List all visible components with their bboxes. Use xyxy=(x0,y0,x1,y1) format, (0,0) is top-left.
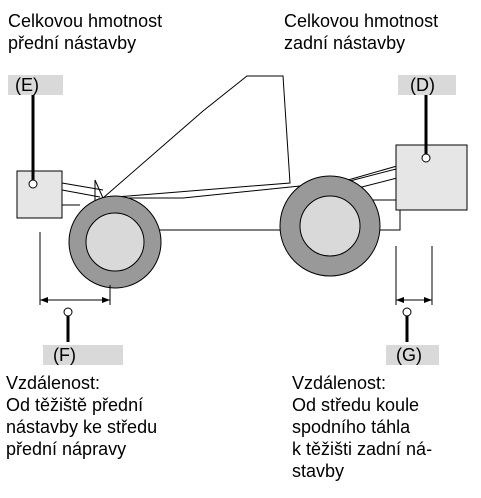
front-hitch-arm xyxy=(61,189,101,198)
tag-d: (D) xyxy=(398,75,456,95)
label-line: k těžišti zadní ná- xyxy=(292,439,433,459)
label-line: zadní nástavby xyxy=(284,33,406,53)
front-distance-description: Vzdálenost: Od těžiště přední nástavby k… xyxy=(6,372,157,460)
tag-e-text: (E) xyxy=(15,75,39,95)
front-center-of-gravity xyxy=(28,179,38,189)
tractor-cab xyxy=(101,75,291,199)
front-implement-weight-label: Celkovou hmotnost přední nástavby xyxy=(8,10,162,54)
tag-g-text: (G) xyxy=(396,345,422,365)
label-line: Celkovou hmotnost xyxy=(284,11,439,31)
tag-f-text: (F) xyxy=(53,345,76,365)
tag-d-text: (D) xyxy=(410,75,435,95)
label-line: Od středu koule xyxy=(292,395,420,415)
label-line: přední nástavby xyxy=(8,33,137,53)
rear-center-of-gravity xyxy=(421,153,431,163)
tag-g: (G) xyxy=(386,345,439,365)
rear-distance-description: Vzdálenost: Od středu koule spodního táh… xyxy=(292,372,432,482)
rear-wheel-hub xyxy=(299,195,361,257)
dimension-g xyxy=(395,246,433,342)
tag-e: (E) xyxy=(8,75,63,95)
label-line: spodního táhla xyxy=(292,417,411,437)
rear-hitch-arm xyxy=(347,165,398,181)
label-line: Celkovou hmotnost xyxy=(8,11,163,31)
tag-f: (F) xyxy=(43,345,123,365)
dimension-f xyxy=(39,232,111,342)
front-implement xyxy=(16,170,63,219)
label-line: stavby xyxy=(292,461,345,481)
label-line: přední nápravy xyxy=(6,439,127,459)
label-line: Od těžiště přední xyxy=(6,395,144,415)
rear-implement-weight-label: Celkovou hmotnost zadní nástavby xyxy=(284,10,438,54)
front-hitch-arm xyxy=(61,182,104,191)
label-line: Vzdálenost: xyxy=(292,373,387,393)
front-wheel-hub xyxy=(85,212,145,272)
label-line: nástavby ke středu xyxy=(6,417,158,437)
rear-implement xyxy=(395,144,468,211)
label-line: Vzdálenost: xyxy=(6,373,101,393)
